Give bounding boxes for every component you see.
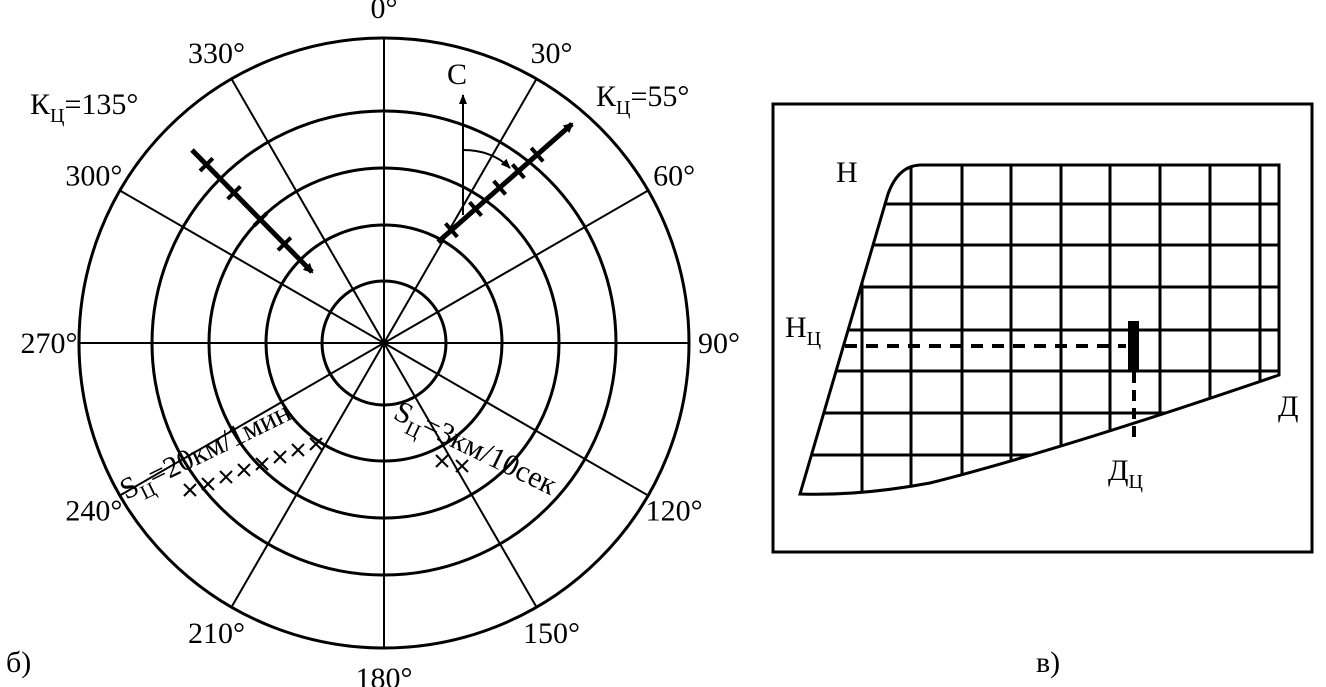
track-mark: [492, 179, 508, 196]
speed-mark: [219, 470, 233, 484]
speed-marks-right: [435, 454, 469, 473]
track-mark: [510, 163, 526, 180]
bearing-label: 120°: [646, 495, 703, 528]
panel-v-label: в): [1036, 646, 1060, 679]
bearing-label: 300°: [65, 160, 122, 193]
bearing-line: [383, 189, 649, 344]
bearing-label: 150°: [523, 617, 580, 650]
speed-mark: [255, 457, 269, 471]
target-track-right: [436, 122, 574, 244]
speed-mark: [201, 477, 215, 491]
bearing-line: [230, 78, 385, 344]
height-label: Н: [836, 156, 858, 189]
target-height-label: НЦ: [785, 311, 821, 350]
track-mark: [468, 200, 483, 218]
polar-display: 0° 30° 60° 90° 120° 150° 180° 210° 240° 270° 300° 3…: [6, 0, 740, 687]
speed-mark: [273, 450, 287, 464]
bearing-label: 0°: [371, 0, 398, 25]
bearing-label: 270°: [21, 327, 78, 360]
speed-mark: [309, 437, 323, 451]
speed-mark: [237, 463, 251, 477]
target-range-label: ДЦ: [1108, 454, 1143, 493]
bearing-line: [383, 342, 538, 608]
display-outline: [798, 163, 1281, 496]
speed-mark: [183, 483, 197, 497]
speed-marks-left: [183, 437, 323, 497]
speed-label-right: SЦ=3км/10сек: [386, 395, 562, 508]
north-label: С: [447, 58, 467, 91]
bearing-label: 60°: [653, 160, 695, 193]
range-label: Д: [1278, 390, 1298, 423]
track-mark: [529, 146, 545, 163]
bearing-label: 240°: [65, 495, 122, 528]
bearing-label: 330°: [188, 37, 245, 70]
target-track-left: [190, 148, 314, 274]
bearing-line: [383, 342, 649, 497]
bearing-line: [119, 342, 385, 497]
track-mark: [276, 236, 293, 252]
bearing-label: 30°: [531, 37, 573, 70]
bearing-label: 180°: [356, 662, 413, 687]
target-blip: [1128, 321, 1139, 372]
bearing-label: 210°: [188, 617, 245, 650]
display-grid: [800, 165, 1279, 495]
panel-b-label: б): [6, 646, 31, 679]
course-label-right: КЦ=55°: [596, 80, 689, 119]
height-range-display: Н НЦ Д ДЦ в): [771, 102, 1314, 679]
track-mark: [443, 222, 459, 239]
speed-mark: [435, 454, 449, 468]
bearing-line: [230, 342, 385, 608]
track-mark: [252, 211, 269, 228]
bearing-label: 90°: [698, 327, 740, 360]
course-angle-arc: [462, 149, 511, 169]
speed-mark: [455, 459, 469, 473]
bearing-lines: [79, 38, 689, 648]
track-mark: [226, 184, 242, 201]
bearing-line: [383, 78, 538, 344]
bearing-labels: 0° 30° 60° 90° 120° 150° 180° 210° 240° 270° 300° 3…: [21, 0, 741, 687]
speed-mark: [291, 443, 305, 457]
course-label-left: КЦ=135°: [30, 88, 138, 127]
bearing-line: [119, 189, 385, 344]
track-mark: [198, 156, 215, 173]
display-frame: [771, 102, 1314, 554]
